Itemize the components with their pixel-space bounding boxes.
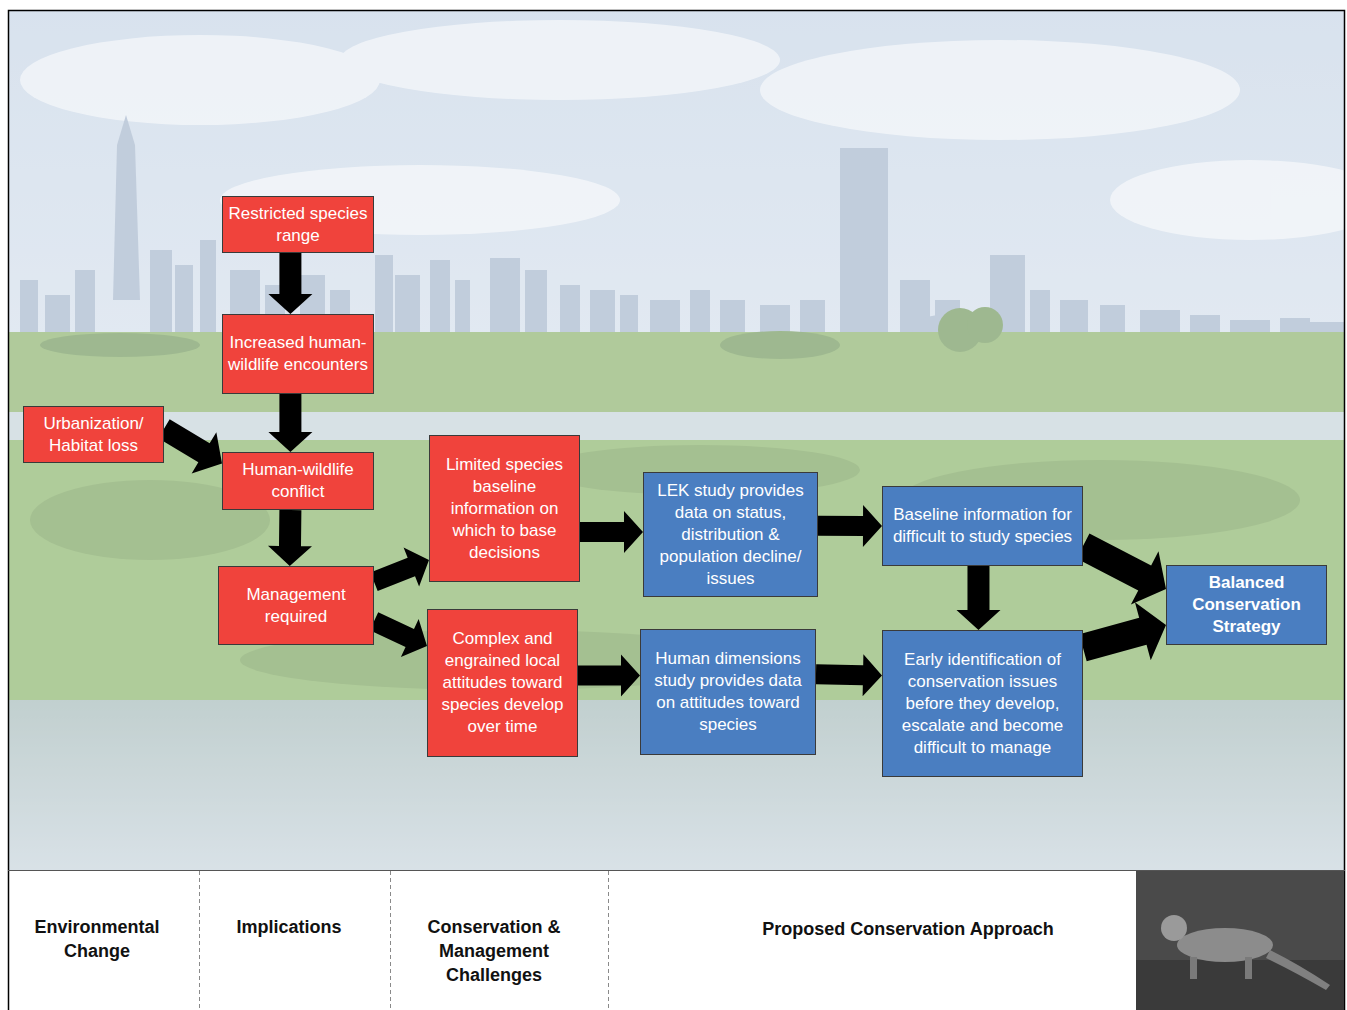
block-arrow — [818, 505, 882, 547]
box-text: Complex and engrained local attitudes to… — [433, 628, 572, 738]
challenge-box: Limited species baseline information on … — [429, 435, 580, 582]
sky — [8, 10, 1345, 870]
block-arrow — [370, 547, 429, 591]
outcome-box: Balanced Conservation Strategy — [1166, 565, 1327, 645]
approach-box: Baseline information for difficult to st… — [882, 486, 1083, 566]
block-arrow — [956, 566, 1000, 630]
box-text: Baseline information for difficult to st… — [888, 504, 1077, 548]
column-separators — [200, 871, 609, 1010]
box-text: Human dimensions study provides data on … — [646, 648, 810, 736]
challenge-box: Complex and engrained local attitudes to… — [427, 609, 578, 757]
animal-tail — [1266, 950, 1330, 990]
block-arrow — [268, 510, 312, 566]
block-arrow — [1079, 602, 1166, 661]
box-text: Restricted species range — [228, 203, 368, 247]
block-arrow — [816, 654, 882, 696]
approach-box: Human dimensions study provides data on … — [640, 629, 816, 755]
animal-leg — [1245, 957, 1252, 979]
box-text: Balanced Conservation Strategy — [1172, 572, 1321, 638]
approach-box: Early identification of conservation iss… — [882, 630, 1083, 777]
frame — [9, 11, 1345, 1010]
box-text: Urbanization/ Habitat loss — [29, 413, 158, 457]
section-label: Environmental Change — [12, 915, 182, 963]
separator — [608, 871, 609, 1010]
separator — [390, 871, 391, 1010]
animal-head — [1161, 915, 1187, 941]
animal-leg — [1190, 957, 1197, 979]
section-label: Proposed Conservation Approach — [708, 917, 1108, 941]
block-arrow — [1077, 534, 1166, 605]
photo-fade — [8, 10, 1345, 870]
box-text: Management required — [224, 584, 368, 628]
box-text: Limited species baseline information on … — [435, 454, 574, 564]
approach-box: LEK study provides data on status, distr… — [643, 472, 818, 597]
box-text: Human-wildlife conflict — [228, 459, 368, 503]
box-text: Increased human-wildlife encounters — [228, 332, 368, 376]
photo-ground — [1136, 960, 1344, 1010]
separator — [199, 871, 200, 1010]
implication-box: Human-wildlife conflict — [222, 452, 374, 510]
block-arrow — [268, 253, 312, 314]
box-text: LEK study provides data on status, distr… — [649, 480, 812, 590]
animal — [1177, 928, 1273, 962]
box-text: Early identification of conservation iss… — [888, 649, 1077, 759]
camera-trap-photo — [1136, 871, 1344, 1010]
block-arrow — [578, 655, 640, 697]
block-arrow — [158, 419, 222, 473]
section-label: Conservation & Management Challenges — [399, 915, 589, 987]
section-label: Implications — [204, 915, 374, 939]
block-arrow — [580, 511, 643, 553]
implication-box: Increased human-wildlife encounters — [222, 314, 374, 394]
implication-box: Restricted species range — [222, 196, 374, 253]
photo-ground — [1136, 871, 1344, 1010]
implication-box: Management required — [218, 566, 374, 645]
divider — [8, 870, 1345, 871]
driver-box: Urbanization/ Habitat loss — [23, 406, 164, 463]
block-arrow — [370, 612, 427, 657]
block-arrow — [268, 394, 312, 452]
